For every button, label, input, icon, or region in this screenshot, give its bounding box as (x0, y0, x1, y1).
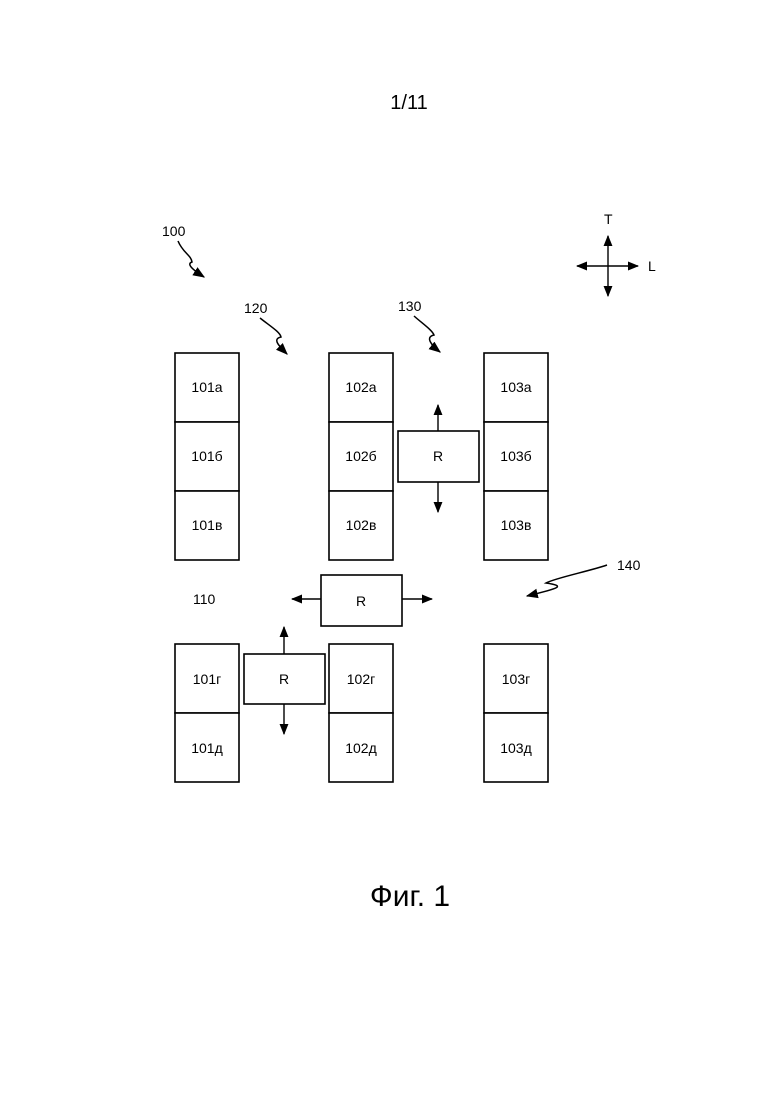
figure-caption: Фиг. 1 (0, 880, 780, 914)
cell-label: 101б (191, 448, 222, 464)
cell-label: 102д (345, 740, 377, 756)
label-130: 130 (398, 298, 422, 314)
cell-102g: 102г (329, 644, 393, 713)
cell-label: 102в (346, 517, 377, 533)
cell-label: 102б (345, 448, 376, 464)
cell-label: 101г (193, 671, 221, 687)
label-140: 140 (617, 557, 641, 573)
label-110: 110 (193, 591, 216, 607)
cell-101v: 101в (175, 491, 239, 560)
cell-103a: 103а (484, 353, 548, 422)
cell-label: 101в (192, 517, 223, 533)
cell-label: 103а (500, 379, 531, 395)
direction-label-l: L (648, 258, 656, 274)
label-100: 100 (162, 223, 186, 239)
robot-label: R (279, 671, 289, 687)
cell-label: 101д (191, 740, 223, 756)
cell-101b: 101б (175, 422, 239, 491)
leader-130 (414, 316, 440, 352)
cell-label: 103г (502, 671, 530, 687)
direction-compass: T L (577, 211, 656, 296)
robot-label: R (356, 593, 366, 609)
cell-102a: 102а (329, 353, 393, 422)
cell-label: 103б (500, 448, 531, 464)
robot-aisle-110: R (292, 575, 432, 626)
cell-103b: 103б (484, 422, 548, 491)
cell-label: 101а (191, 379, 222, 395)
cell-102d: 102д (329, 713, 393, 782)
direction-label-t: T (604, 211, 613, 227)
cell-label: 102а (345, 379, 376, 395)
leader-120 (260, 318, 287, 354)
cell-101g: 101г (175, 644, 239, 713)
label-120: 120 (244, 300, 268, 316)
cell-101d: 101д (175, 713, 239, 782)
cell-label: 103в (501, 517, 532, 533)
cell-label: 103д (500, 740, 532, 756)
leader-100 (178, 241, 204, 277)
cell-102b: 102б (329, 422, 393, 491)
robot-aisle-120: R (244, 627, 325, 734)
cell-103g: 103г (484, 644, 548, 713)
cell-101a: 101а (175, 353, 239, 422)
cell-103v: 103в (484, 491, 548, 560)
cell-label: 102г (347, 671, 375, 687)
robot-label: R (433, 448, 443, 464)
cell-103d: 103д (484, 713, 548, 782)
robot-aisle-130: R (398, 405, 479, 512)
leader-140 (527, 565, 607, 596)
cell-102v: 102в (329, 491, 393, 560)
